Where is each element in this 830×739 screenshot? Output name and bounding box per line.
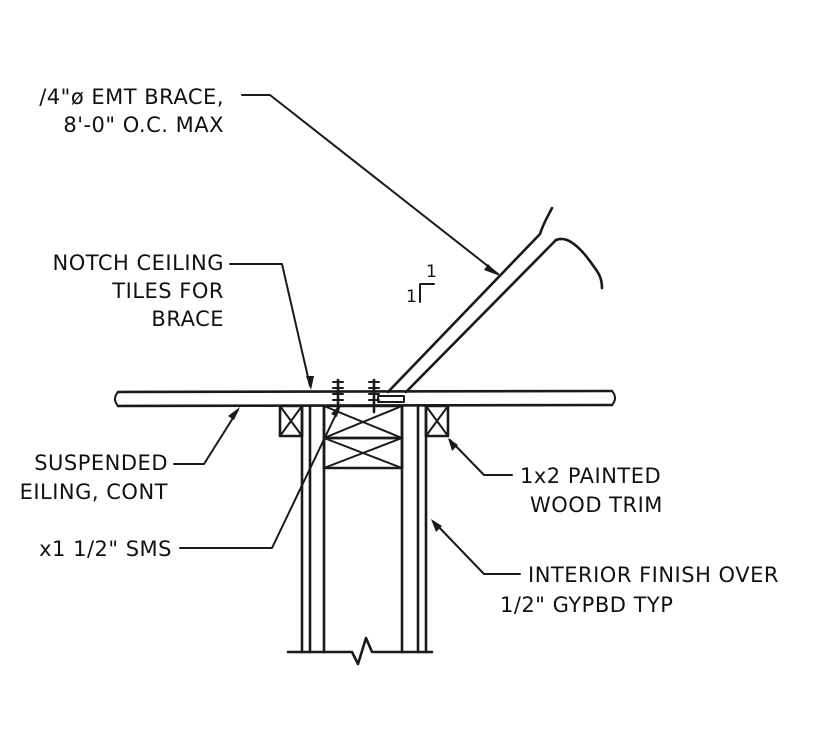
- finish-label-line2: 1/2" GYPBD TYP: [500, 593, 673, 617]
- slope-indicator: 1 1: [406, 262, 437, 307]
- wood-trim-right: [424, 404, 450, 438]
- slope-run-label: 1: [406, 287, 417, 307]
- notch-label-line3: BRACE: [151, 307, 224, 331]
- brace-label-line2: 8'-0" O.C. MAX: [63, 113, 224, 137]
- ceiling-label-line2: EILING, CONT: [20, 480, 168, 504]
- emt-brace: [377, 206, 604, 403]
- slope-rise-label: 1: [426, 262, 437, 282]
- notch-label-line2: TILES FOR: [111, 279, 224, 303]
- finish-label-line1: INTERIOR FINISH OVER: [528, 563, 779, 587]
- trim-label-line1: 1x2 PAINTED: [520, 464, 661, 488]
- sms-label: x1 1/2" SMS: [39, 537, 172, 561]
- wall-framing: [300, 404, 428, 654]
- leader-lines: [173, 94, 521, 575]
- break-line: [286, 636, 434, 666]
- brace-label-line1: /4"ø EMT BRACE,: [39, 85, 224, 109]
- trim-label-line2: WOOD TRIM: [530, 493, 663, 517]
- ceiling-label-line1: SUSPENDED: [34, 451, 168, 475]
- wall-blocking: [322, 404, 404, 470]
- suspended-ceiling: [114, 389, 616, 408]
- wood-trim-left: [278, 404, 304, 438]
- notch-label-line1: NOTCH CEILING: [53, 251, 224, 275]
